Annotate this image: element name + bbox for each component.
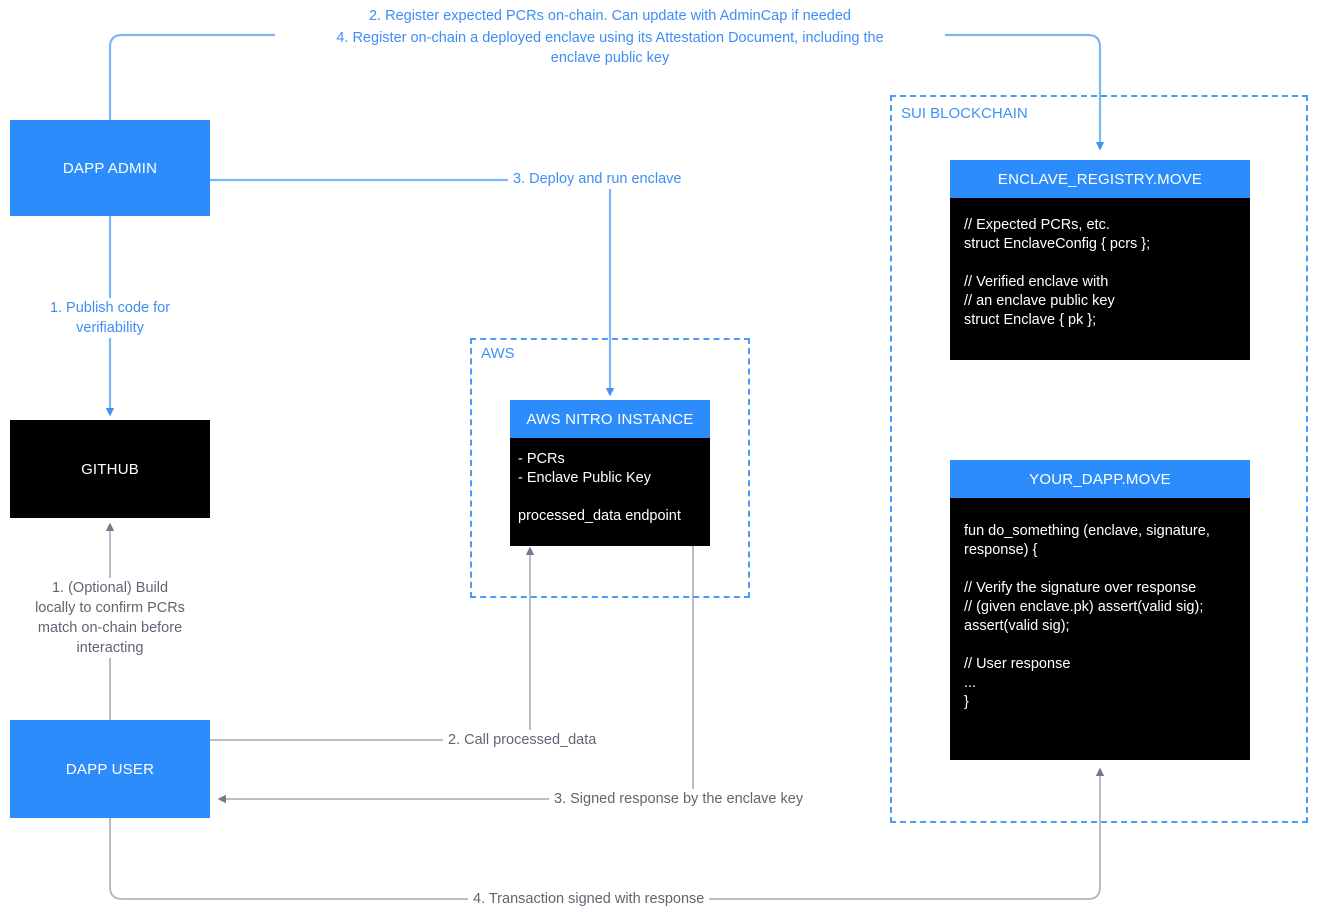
edge-label-deploy-run: 3. Deploy and run enclave [508,169,687,189]
group-sui-blockchain-label: SUI BLOCKCHAIN [898,105,1031,122]
edge-label-register-enclave: 4. Register on-chain a deployed enclave … [275,28,945,68]
node-enclave-registry-move-title: ENCLAVE_REGISTRY.MOVE [950,160,1250,198]
node-aws-nitro-instance[interactable]: AWS NITRO INSTANCE - PCRs - Enclave Publ… [510,400,710,546]
group-aws [470,338,750,598]
edge-label-build-locally: 1. (Optional) Build locally to confirm P… [20,578,200,658]
edge-label-publish-code: 1. Publish code for verifiability [20,298,200,338]
node-aws-nitro-instance-title: AWS NITRO INSTANCE [510,400,710,438]
node-github-label: GITHUB [81,460,139,478]
node-github[interactable]: GITHUB [10,420,210,518]
node-enclave-registry-move[interactable]: ENCLAVE_REGISTRY.MOVE // Expected PCRs, … [950,160,1250,360]
node-your-dapp-move-title: YOUR_DAPP.MOVE [950,460,1250,498]
node-dapp-admin-label: DAPP ADMIN [62,159,158,177]
node-your-dapp-move-body: fun do_something (enclave, signature, re… [950,498,1250,760]
edge-label-transaction-signed: 4. Transaction signed with response [468,889,710,909]
edge-label-signed-response: 3. Signed response by the enclave key [549,789,809,809]
node-dapp-admin[interactable]: DAPP ADMIN [10,120,210,216]
node-enclave-registry-move-body: // Expected PCRs, etc. struct EnclaveCon… [950,198,1250,360]
node-aws-nitro-instance-body: - PCRs - Enclave Public Key processed_da… [510,438,710,546]
edge-label-register-pcrs: 2. Register expected PCRs on-chain. Can … [280,6,940,26]
node-dapp-user[interactable]: DAPP USER [10,720,210,818]
edge-label-call-processed-data: 2. Call processed_data [443,730,602,750]
group-sui-blockchain [890,95,1308,823]
node-dapp-user-label: DAPP USER [65,760,155,778]
node-your-dapp-move[interactable]: YOUR_DAPP.MOVE fun do_something (enclave… [950,460,1250,760]
group-aws-label: AWS [478,345,518,362]
